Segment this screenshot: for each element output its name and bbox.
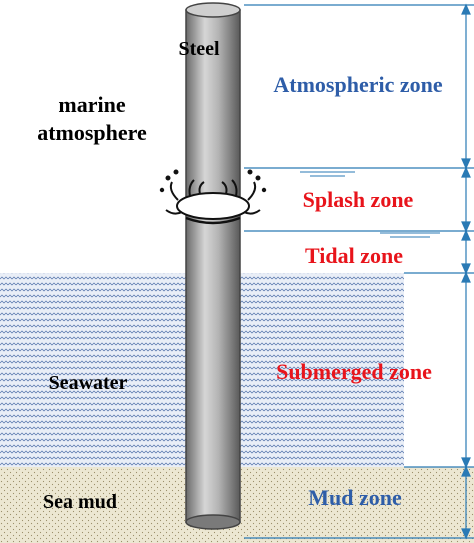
zone-bracket (244, 3, 474, 540)
splash-icon (159, 169, 267, 225)
marine-atmosphere-label-line2: atmosphere (37, 120, 147, 145)
submerged-zone-label: Submerged zone (276, 359, 432, 384)
water-level-marks (300, 171, 440, 238)
steel-label: Steel (178, 38, 220, 60)
atmospheric-zone-label: Atmospheric zone (273, 72, 442, 97)
seawater-label: Seawater (49, 372, 128, 394)
splash-zone-label: Splash zone (303, 187, 414, 212)
steel-pile (185, 2, 241, 530)
mud-zone-label: Mud zone (308, 485, 402, 510)
sea-mud-label: Sea mud (43, 491, 117, 513)
tidal-zone-label: Tidal zone (305, 243, 403, 268)
marine-atmosphere-label-line1: marine (58, 92, 125, 117)
